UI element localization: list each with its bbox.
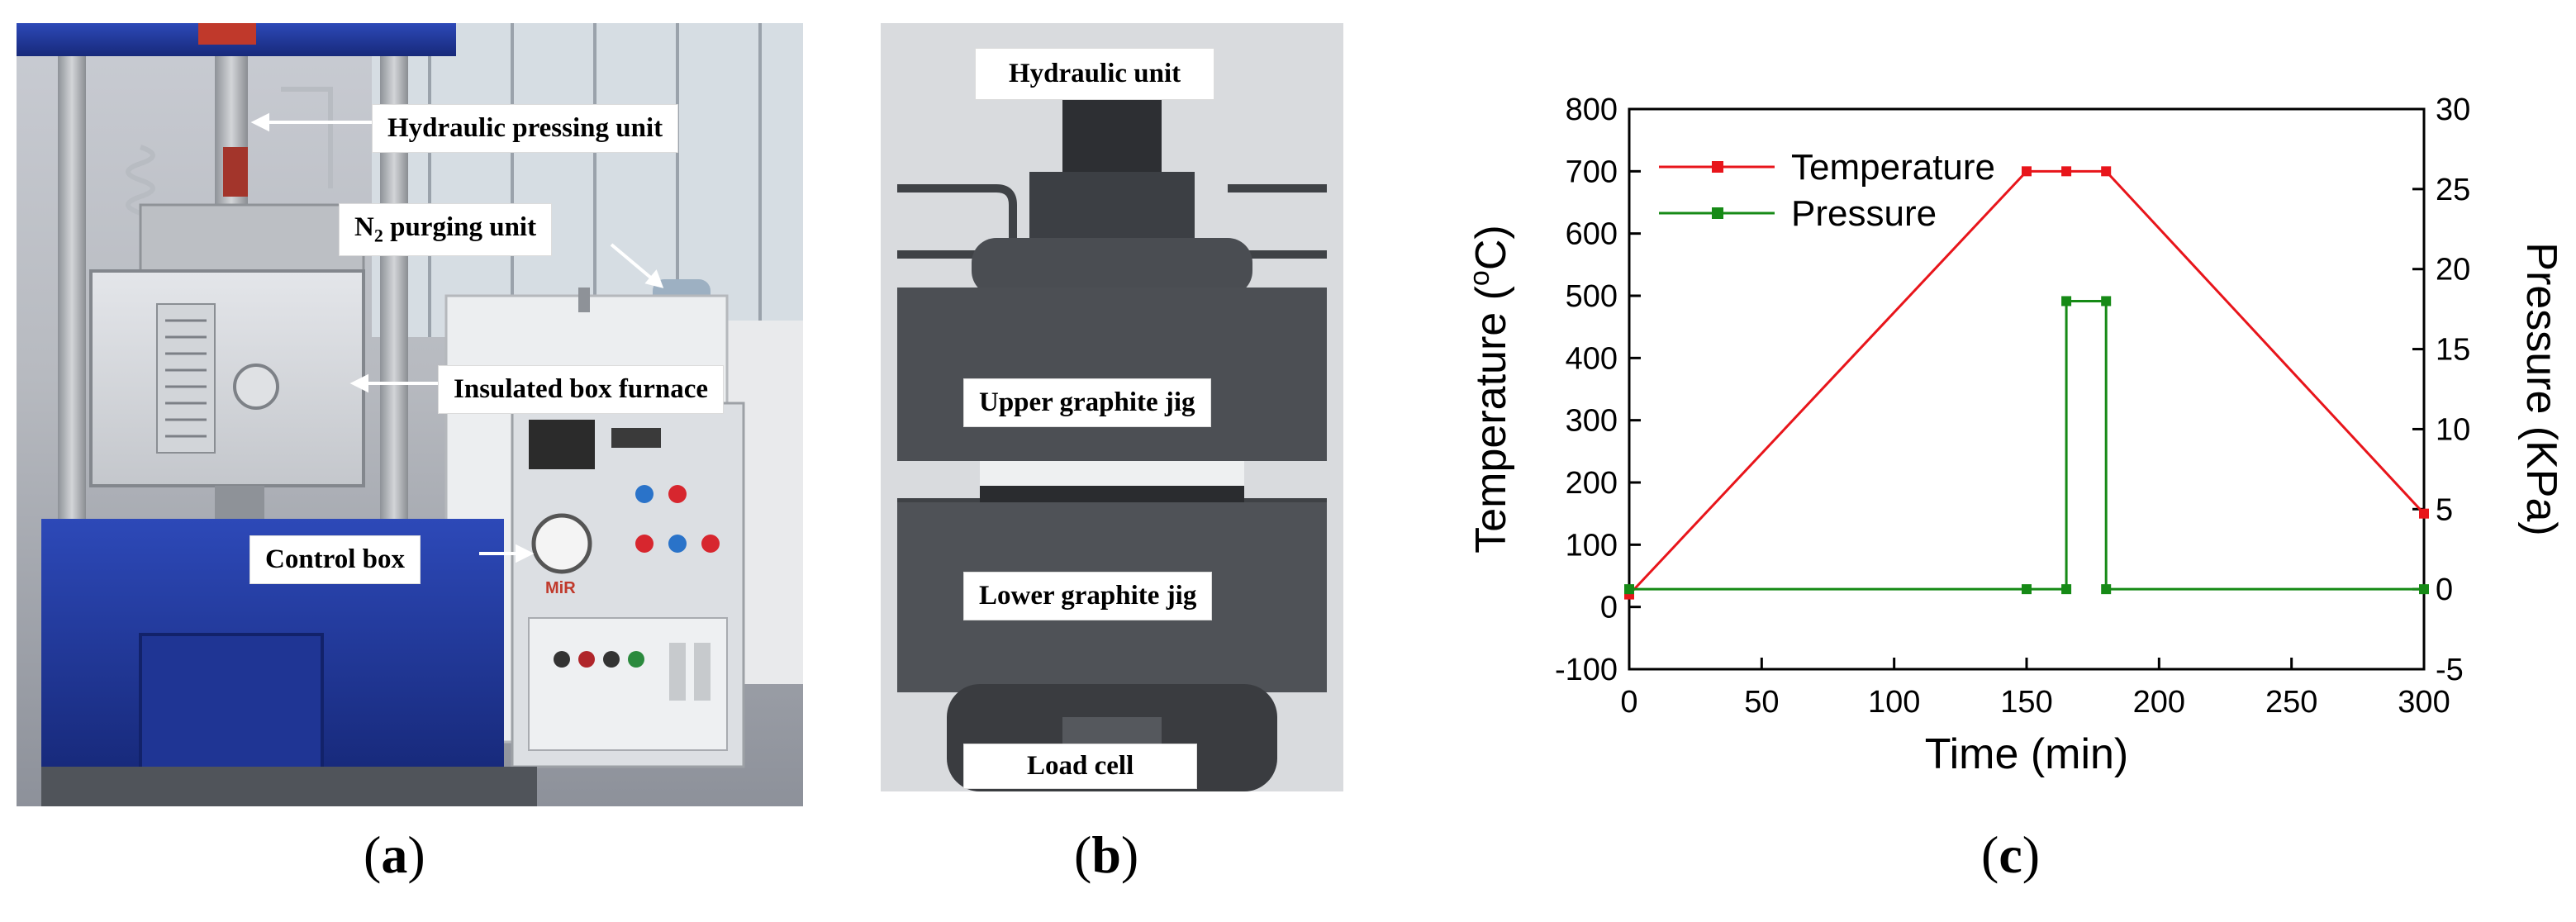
legend-marker [1712, 161, 1723, 173]
caption-a: (a) [364, 825, 425, 884]
y2-tick-label: 10 [2436, 412, 2470, 447]
label-control-box: Control box [250, 535, 421, 584]
y2-tick-label: -5 [2436, 653, 2464, 687]
y-tick-label: 700 [1566, 154, 1618, 189]
x-tick-label: 250 [2265, 685, 2317, 720]
x-axis-label: Time (min) [1925, 730, 2129, 778]
label-hydraulic-unit: Hydraulic unit [975, 48, 1215, 100]
data-point-pressure [2419, 584, 2429, 595]
data-point-temperature [2419, 508, 2429, 519]
photo-press-system: MiR Hydraulic pressing unit N2 purging u… [17, 23, 803, 806]
label-n2-purging-unit: N2 purging unit [339, 203, 553, 256]
x-tick-label: 50 [1744, 685, 1779, 720]
y2-tick-label: 5 [2436, 492, 2453, 527]
y-axis-label: Temperature (oC) [1464, 225, 1515, 553]
legend-label: Temperature [1791, 147, 1995, 188]
legend-label: Pressure [1791, 193, 1937, 234]
y-tick-label: 800 [1566, 93, 1618, 127]
data-point-pressure [1624, 584, 1634, 595]
data-point-temperature [2061, 166, 2072, 177]
data-point-pressure [2101, 584, 2112, 595]
data-point-pressure [2022, 584, 2032, 595]
caption-c: (c) [1981, 825, 2041, 884]
x-tick-label: 200 [2133, 685, 2185, 720]
x-tick-label: 300 [2398, 685, 2450, 720]
label-lower-graphite-jig: Lower graphite jig [963, 572, 1213, 620]
caption-b: (b) [1074, 825, 1139, 884]
data-point-pressure [2061, 296, 2072, 307]
y-tick-label: 500 [1566, 279, 1618, 314]
label-hydraulic-pressing-unit: Hydraulic pressing unit [372, 104, 679, 153]
brand-mark: MiR [545, 579, 576, 597]
data-point-pressure [2101, 296, 2112, 307]
label-load-cell: Load cell [963, 744, 1198, 789]
x-tick-label: 150 [2000, 685, 2052, 720]
y-tick-label: 400 [1566, 341, 1618, 376]
y2-tick-label: 20 [2436, 253, 2470, 288]
series-line-pressure [1629, 299, 2424, 591]
data-point-pressure [2061, 584, 2072, 595]
label-insulated-box-furnace: Insulated box furnace [438, 365, 725, 414]
label-upper-graphite-jig: Upper graphite jig [963, 378, 1211, 427]
y2-tick-label: 30 [2436, 93, 2470, 127]
callout-arrows [250, 112, 664, 563]
legend-marker [1712, 207, 1723, 219]
y-tick-label: -100 [1555, 653, 1618, 687]
series-line-temperature [1628, 169, 2426, 596]
series-layer [1624, 166, 2429, 600]
y-tick-label: 600 [1566, 217, 1618, 252]
y-tick-label: 200 [1566, 466, 1618, 501]
data-point-temperature [2101, 166, 2112, 177]
photo-graphite-jig: Hydraulic unit Upper graphite jig Lower … [881, 23, 1343, 791]
y2-tick-label: 15 [2436, 333, 2470, 368]
x-tick-label: 0 [1620, 685, 1637, 720]
y-tick-label: 300 [1566, 404, 1618, 439]
y2-tick-label: 0 [2436, 573, 2453, 607]
y-tick-label: 0 [1600, 591, 1618, 625]
data-point-temperature [2022, 166, 2032, 177]
y2-axis-label: Pressure (KPa) [2517, 242, 2565, 535]
x-tick-label: 100 [1868, 685, 1920, 720]
y-tick-label: 100 [1566, 528, 1618, 563]
y2-tick-label: 25 [2436, 173, 2470, 207]
